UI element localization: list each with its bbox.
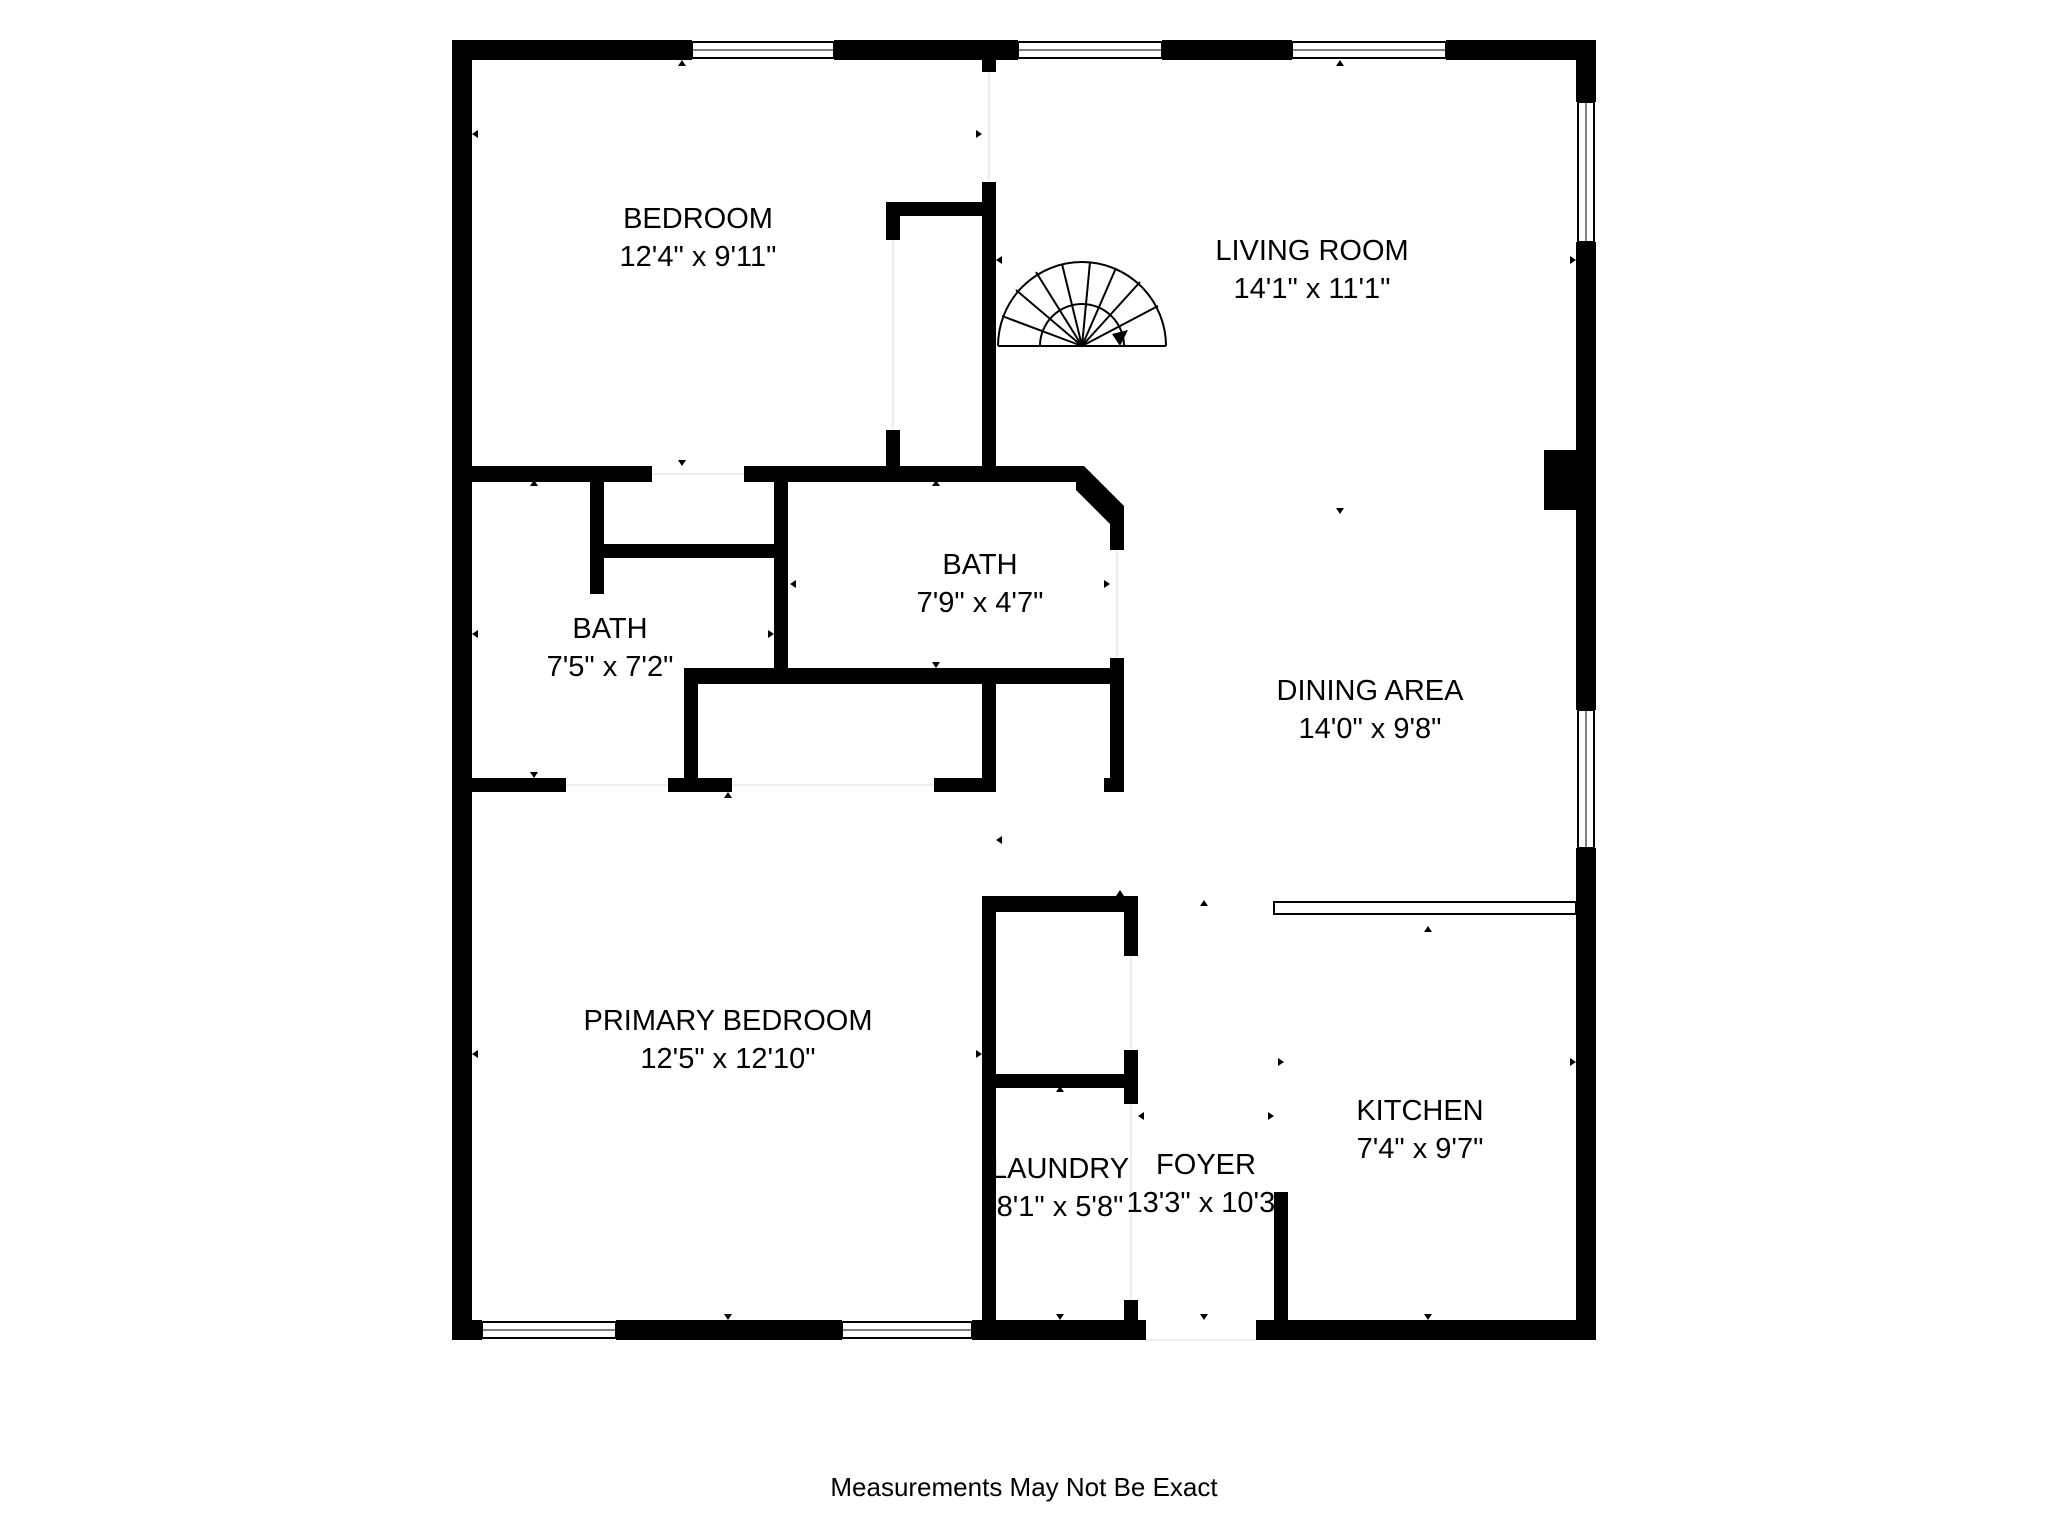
room-size: 8'1" x 5'8": [997, 1191, 1124, 1223]
dimension-ticks: [472, 60, 1576, 1320]
room-dining-area: DINING AREA 14'0" x 9'8": [1277, 675, 1465, 745]
interior-walls: [472, 60, 1578, 1340]
measurement-disclaimer: Measurements May Not Be Exact: [830, 1472, 1218, 1502]
outer-walls: [452, 40, 1596, 1340]
room-bath-1: BATH 7'5" x 7'2": [547, 613, 674, 683]
room-name: FOYER: [1156, 1149, 1256, 1181]
room-bath-2: BATH 7'9" x 4'7": [917, 549, 1044, 619]
room-size: 7'5" x 7'2": [547, 651, 674, 683]
room-foyer: FOYER 13'3" x 10'3": [1126, 1149, 1285, 1219]
spiral-stair-icon: [997, 261, 1167, 347]
kitchen-counter: [1273, 901, 1577, 915]
room-size: 7'9" x 4'7": [917, 587, 1044, 619]
room-name: LAUNDRY: [991, 1153, 1129, 1185]
room-size: 7'4" x 9'7": [1357, 1133, 1484, 1165]
room-laundry: LAUNDRY 8'1" x 5'8": [991, 1153, 1129, 1223]
room-kitchen: KITCHEN 7'4" x 9'7": [1356, 1095, 1483, 1165]
room-bedroom: BEDROOM 12'4" x 9'11": [620, 203, 777, 273]
room-size: 13'3" x 10'3": [1126, 1187, 1285, 1219]
room-living-room: LIVING ROOM 14'1" x 11'1": [1215, 235, 1408, 305]
openings: [566, 72, 1256, 1341]
windows: [481, 41, 1595, 1339]
room-name: LIVING ROOM: [1215, 235, 1408, 267]
room-size: 12'4" x 9'11": [620, 241, 777, 273]
room-size: 14'1" x 11'1": [1234, 273, 1391, 305]
room-size: 12'5" x 12'10": [640, 1043, 815, 1075]
room-name: BEDROOM: [623, 203, 773, 235]
room-size: 14'0" x 9'8": [1299, 713, 1442, 745]
room-name: KITCHEN: [1356, 1095, 1483, 1127]
room-name: DINING AREA: [1277, 675, 1465, 707]
room-primary-bedroom: PRIMARY BEDROOM 12'5" x 12'10": [584, 1005, 873, 1075]
room-name: BATH: [942, 549, 1017, 581]
room-name: PRIMARY BEDROOM: [584, 1005, 873, 1037]
room-name: BATH: [572, 613, 647, 645]
